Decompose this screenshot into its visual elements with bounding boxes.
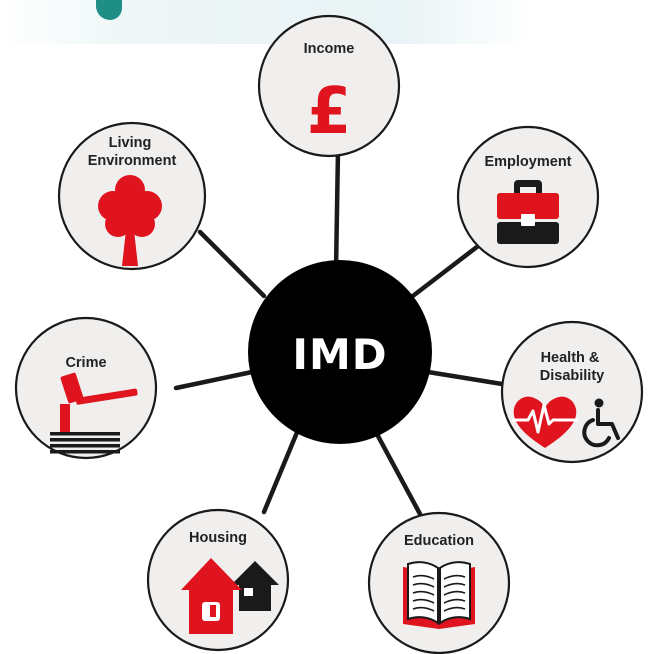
logo-icon [96, 0, 122, 20]
node-employment: Employment [456, 125, 600, 269]
node-income-circle [257, 14, 401, 158]
header-logo-strip [0, 0, 530, 44]
wheelchair-icon [582, 398, 620, 448]
connector-income [333, 147, 341, 273]
node-income: Income £ [257, 14, 401, 158]
pound-sterling-icon: £ [307, 75, 352, 149]
node-health: Health & Disability [500, 320, 644, 464]
node-crime-circle [14, 316, 158, 460]
node-employment-label: Employment [484, 154, 571, 170]
center-circle [248, 260, 432, 444]
node-housing: Housing [146, 508, 290, 652]
center-label: IMD [292, 330, 387, 379]
houses-icon [181, 558, 279, 634]
connector-health [425, 369, 505, 387]
node-education-label: Education [404, 533, 474, 549]
node-health-label: Health & Disability [540, 350, 604, 384]
connector-crime [173, 369, 255, 391]
connector-housing [261, 427, 301, 515]
node-crime-label: Crime [65, 355, 106, 371]
node-living-environment: Living Environment [57, 121, 207, 271]
connector-education [375, 433, 423, 517]
node-income-label: Income [304, 41, 355, 57]
open-book-icon [403, 561, 475, 629]
node-health-circle [500, 320, 644, 464]
briefcase-icon [497, 180, 559, 244]
heartbeat-icon [512, 396, 578, 448]
gavel-icon [50, 372, 138, 454]
connector-employment [402, 237, 489, 305]
node-education: Education [367, 511, 511, 654]
node-crime: Crime [14, 316, 158, 460]
connector-lines [173, 147, 505, 517]
connector-living [197, 229, 267, 299]
node-housing-label: Housing [189, 530, 247, 546]
node-living-environment-label: Living Environment [88, 135, 177, 169]
center-node: IMD [248, 260, 432, 444]
tree-icon [98, 175, 162, 266]
